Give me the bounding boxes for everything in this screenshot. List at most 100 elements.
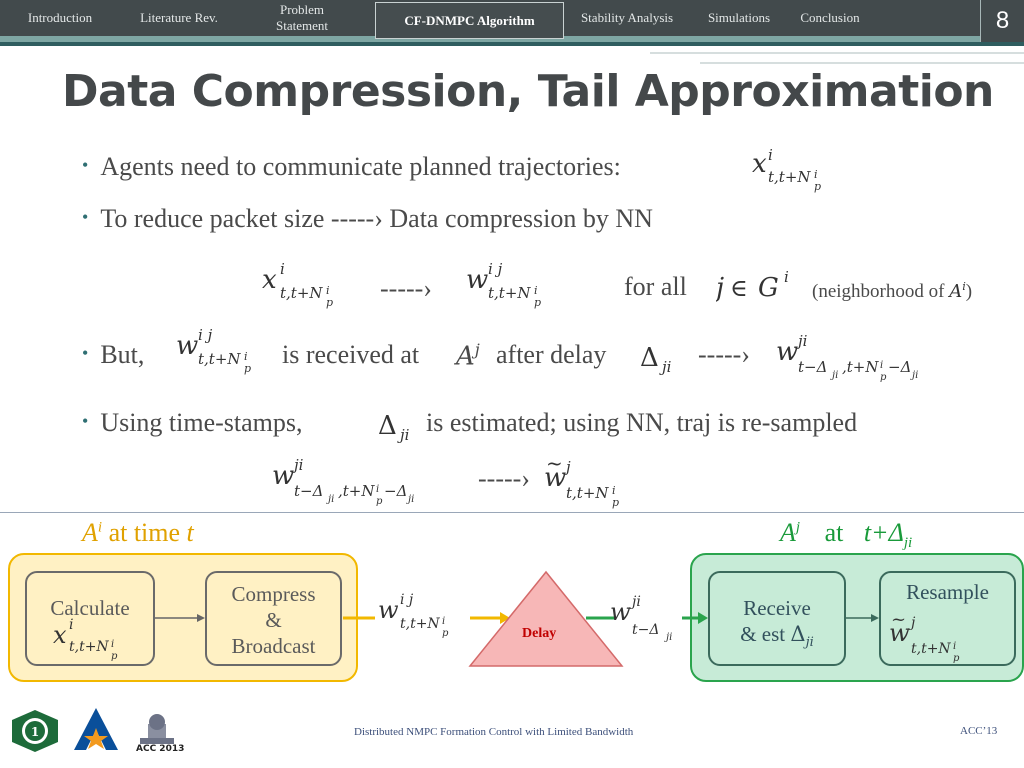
svg-text:i j: i j <box>198 328 213 344</box>
svg-text:x: x <box>262 265 277 295</box>
broadcast-label: Broadcast <box>231 634 316 658</box>
svg-text:,t+N: ,t+N <box>338 482 375 500</box>
math-A-i-label: Ai <box>82 518 103 547</box>
math-w-ij-diagram: w i j t,t+N p i <box>378 592 474 647</box>
svg-text:p: p <box>534 296 541 309</box>
svg-text:t,t+N: t,t+N <box>911 641 951 657</box>
svg-text:p: p <box>953 653 960 663</box>
math-w-tilde-diagram-svg: w ~ j t,t+N p i <box>889 611 960 663</box>
svg-text:t−Δ: t−Δ <box>632 622 659 638</box>
svg-text:ji: ji <box>910 370 918 381</box>
bullet-reduce-packet-size: •To reduce packet size -----› Data compr… <box>82 204 653 234</box>
tab-introduction[interactable]: Introduction <box>27 10 93 25</box>
svg-text:t,t+N: t,t+N <box>400 616 440 632</box>
arrowhead-green <box>698 612 708 624</box>
acc-2013-logo: ACC 2013 <box>130 710 184 763</box>
math-delta-ji-2-svg: Δ ji <box>378 411 410 444</box>
resample-label: Resample <box>906 580 989 604</box>
math-delta-ji-svg: Δ ji <box>640 343 672 376</box>
math-A-i: Ai <box>949 280 966 302</box>
svg-text:w: w <box>176 331 198 361</box>
bullet-text: Agents need to communicate planned traje… <box>100 152 621 181</box>
bullet-communicate-trajectories: •Agents need to communicate planned traj… <box>82 152 621 182</box>
tab-conclusion[interactable]: Conclusion <box>800 10 860 25</box>
at-text: at <box>824 518 844 547</box>
ut-arlington-logo <box>70 706 122 757</box>
svg-text:i j: i j <box>400 592 414 608</box>
svg-text:t−Δ: t−Δ <box>798 358 827 376</box>
math-w-ji-shifted-svg: w ji t−Δ ji ,t+N p i −Δ ji <box>776 332 918 383</box>
arrowhead-orange <box>500 612 510 624</box>
tab-simulations[interactable]: Simulations <box>707 10 771 25</box>
svg-text:w: w <box>544 463 566 493</box>
diagram-separator <box>0 512 1024 513</box>
svg-text:i: i <box>280 262 285 278</box>
svg-text:i: i <box>814 168 818 181</box>
math-t-plus-delta-label: t+Δji <box>863 518 913 552</box>
svg-text:i: i <box>111 639 114 650</box>
resample-arrow: -----› <box>478 464 530 493</box>
bullet-text: To reduce packet size -----› Data compre… <box>100 204 653 233</box>
math-delta-ji-2: Δ ji <box>378 406 430 451</box>
received-at-text: is received at <box>282 340 420 369</box>
math-A-j-label: Aj <box>780 518 801 547</box>
tab-stability-analysis[interactable]: Stability Analysis <box>580 10 674 25</box>
tab-problem-statement-label: Problem Statement <box>276 2 328 34</box>
receive-estimate-box: Receive & est Δji <box>708 571 846 666</box>
svg-text:i: i <box>880 360 883 371</box>
svg-text:x: x <box>53 621 67 649</box>
tab-literature-review[interactable]: Literature Rev. <box>140 10 218 25</box>
math-x-trajectory-svg: x i t,t+N p i <box>752 146 821 193</box>
svg-text:w: w <box>889 619 910 647</box>
svg-text:w: w <box>776 337 798 367</box>
svg-text:j: j <box>908 615 916 631</box>
bullet-dot: • <box>82 343 89 363</box>
decorative-line <box>650 52 1024 54</box>
math-x-trajectory-2-svg: x i t,t+N p i <box>262 260 333 309</box>
svg-text:w: w <box>378 596 399 624</box>
neighborhood-close: ) <box>965 281 973 302</box>
estimate-label: & est Δji <box>710 621 844 656</box>
svg-text:p: p <box>880 372 887 383</box>
slide-title: Data Compression, Tail Approximation <box>62 66 994 117</box>
svg-text:ji: ji <box>664 632 672 643</box>
math-x-calc-svg: x i t,t+N p i <box>53 617 118 661</box>
ampersand-label: & <box>265 608 282 632</box>
svg-text:p: p <box>442 628 449 639</box>
svg-text:x: x <box>752 149 767 179</box>
math-w-compressed-svg: w i j t,t+N p i <box>466 260 541 309</box>
math-w-compressed: w i j t,t+N p i <box>466 260 566 315</box>
svg-text:i: i <box>376 484 379 495</box>
svg-text:i: i <box>244 350 248 363</box>
label-agent-j-time: Aj at t+Δji <box>780 518 912 552</box>
neighborhood-note: (neighborhood of Ai) <box>812 280 972 303</box>
neighborhood-text: (neighborhood of <box>812 281 945 302</box>
svg-text:ji: ji <box>406 494 414 505</box>
svg-text:p: p <box>376 496 383 507</box>
svg-text:i: i <box>612 484 616 497</box>
svg-text:t,t+N: t,t+N <box>488 284 531 302</box>
compress-broadcast-box: Compress & Broadcast <box>205 571 342 666</box>
svg-text:p: p <box>326 296 333 309</box>
bullet-text: Using time-stamps, <box>100 408 303 437</box>
svg-text:ji: ji <box>830 370 838 381</box>
svg-text:p: p <box>814 180 821 193</box>
svg-text:ji: ji <box>397 426 410 444</box>
svg-text:p: p <box>612 496 619 509</box>
svg-text:Δ: Δ <box>378 411 397 441</box>
svg-text:ji: ji <box>326 494 334 505</box>
math-w-tilde-svg: w ~ j t,t+N p i <box>544 451 619 509</box>
tab-problem-statement[interactable]: Problem Statement <box>256 0 348 36</box>
svg-text:w: w <box>272 461 294 491</box>
bullet-but: •But, <box>82 340 144 370</box>
receive-label: Receive <box>743 596 811 620</box>
nav-accent-strip <box>0 36 1024 42</box>
svg-text:t−Δ: t−Δ <box>294 482 323 500</box>
compression-arrow: -----› <box>380 274 432 303</box>
arrowhead <box>871 614 879 622</box>
resample-box: Resample w ~ j t,t+N p i <box>879 571 1016 666</box>
estimated-text: is estimated; using NN, traj is re-sampl… <box>426 408 858 437</box>
tab-cf-dnmpc-algorithm[interactable]: CF-DNMPC Algorithm <box>375 2 564 39</box>
svg-text:w: w <box>610 598 631 626</box>
